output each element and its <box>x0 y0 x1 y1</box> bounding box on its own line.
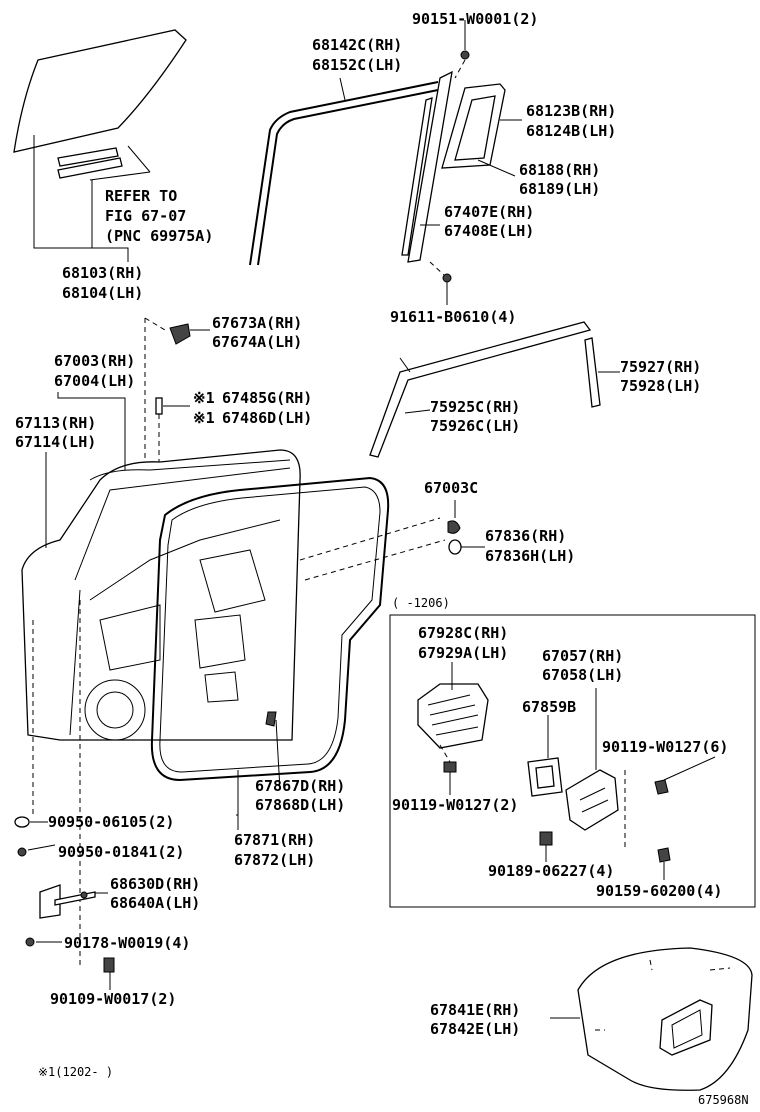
mark-67485: ※1 <box>193 389 215 407</box>
lock-gasket <box>527 757 563 797</box>
door-check <box>39 884 96 919</box>
label-67836: 67836(RH) <box>485 527 566 545</box>
label-68103: 68103(RH) <box>62 264 143 282</box>
label-67113: 67113(RH) <box>15 414 96 432</box>
label-67407: 67407E(RH) <box>444 203 534 221</box>
label-90119a: 90119-W0127(6) <box>602 738 728 756</box>
division-bar <box>401 70 453 263</box>
label-67003: 67003(RH) <box>54 352 135 370</box>
cover-67836-icon <box>448 539 462 555</box>
label-91611: 91611-B0610(4) <box>390 308 516 326</box>
label-90950b: 90950-01841(2) <box>58 843 184 861</box>
refer-line-3: (PNC 69975A) <box>105 227 213 245</box>
label-67408: 67408E(LH) <box>444 222 534 240</box>
label-68630: 68630D(RH) <box>110 875 200 893</box>
refer-line-2: FIG 67-07 <box>105 207 186 225</box>
label-90189: 90189-06227(4) <box>488 862 614 880</box>
label-90178: 90178-W0019(4) <box>64 934 190 952</box>
lock-bracket <box>565 769 619 831</box>
label-75927: 75927(RH) <box>620 358 701 376</box>
screw-90159-icon <box>657 847 671 863</box>
label-90109: 90109-W0017(2) <box>50 990 176 1008</box>
screw-90119b-icon <box>443 761 457 773</box>
label-67841: 67841E(RH) <box>430 1001 520 1019</box>
label-68142: 68142C(RH) <box>312 36 402 54</box>
mark-67486: ※1 <box>193 409 215 427</box>
label-67929: 67929A(LH) <box>418 644 508 662</box>
lock-inset-box <box>389 614 756 908</box>
label-67928: 67928C(RH) <box>418 624 508 642</box>
bolt-90189-icon <box>539 831 553 846</box>
label-90159: 90159-60200(4) <box>596 882 722 900</box>
footnote: ※1(1202- ) <box>38 1065 113 1079</box>
label-68189: 68189(LH) <box>519 180 600 198</box>
label-67867: 67867D(RH) <box>255 777 345 795</box>
clip-67673-icon <box>169 323 191 345</box>
belt-molding <box>369 321 601 458</box>
label-68123: 68123B(RH) <box>526 102 616 120</box>
label-90119b: 90119-W0127(2) <box>392 796 518 814</box>
label-67868: 67868D(LH) <box>255 796 345 814</box>
label-67859: 67859B <box>522 698 576 716</box>
label-67057: 67057(RH) <box>542 647 623 665</box>
label-67003c: 67003C <box>424 479 478 497</box>
label-68640: 68640A(LH) <box>110 894 200 912</box>
quarter-window <box>441 83 506 169</box>
bolt-90109-icon <box>103 957 115 973</box>
label-75925: 75925C(RH) <box>430 398 520 416</box>
door-weatherstrip <box>150 476 390 782</box>
glass-run-channel <box>249 81 439 266</box>
figure-number: 675968N <box>698 1093 749 1107</box>
label-67114: 67114(LH) <box>15 433 96 451</box>
label-67674: 67674A(LH) <box>212 333 302 351</box>
door-panel <box>21 449 301 741</box>
label-67058: 67058(LH) <box>542 666 623 684</box>
label-67004: 67004(LH) <box>54 372 135 390</box>
label-68124: 68124B(LH) <box>526 122 616 140</box>
inset-date-range: ( -1206) <box>392 596 450 610</box>
clip-67867-icon <box>265 711 277 727</box>
screw-90151-icon <box>460 50 470 60</box>
label-90950a: 90950-06105(2) <box>48 813 174 831</box>
label-90151: 90151-W0001(2) <box>412 10 538 28</box>
label-67486: 67486D(LH) <box>222 409 312 427</box>
screw-90119a-icon <box>654 779 669 795</box>
nut-90178-icon <box>25 937 35 947</box>
label-75928: 75928(LH) <box>620 377 701 395</box>
label-67673: 67673A(RH) <box>212 314 302 332</box>
label-67836h: 67836H(LH) <box>485 547 575 565</box>
label-67872: 67872(LH) <box>234 851 315 869</box>
plug-90950b-icon <box>17 847 27 857</box>
service-hole-cover <box>577 947 753 1091</box>
label-68188: 68188(RH) <box>519 161 600 179</box>
leader-68103 <box>33 135 129 262</box>
plug-90950a-icon <box>14 816 30 828</box>
label-67871: 67871(RH) <box>234 831 315 849</box>
grommet-67003c-icon <box>447 520 461 534</box>
label-67485: 67485G(RH) <box>222 389 312 407</box>
label-68152: 68152C(LH) <box>312 56 402 74</box>
label-75926: 75926C(LH) <box>430 417 520 435</box>
bolt-91611-icon <box>442 273 452 283</box>
door-lock <box>417 683 489 749</box>
label-68104: 68104(LH) <box>62 284 143 302</box>
cushion-67485-icon <box>155 397 163 415</box>
door-glass <box>13 29 187 181</box>
refer-line-1: REFER TO <box>105 187 177 205</box>
label-67842: 67842E(LH) <box>430 1020 520 1038</box>
